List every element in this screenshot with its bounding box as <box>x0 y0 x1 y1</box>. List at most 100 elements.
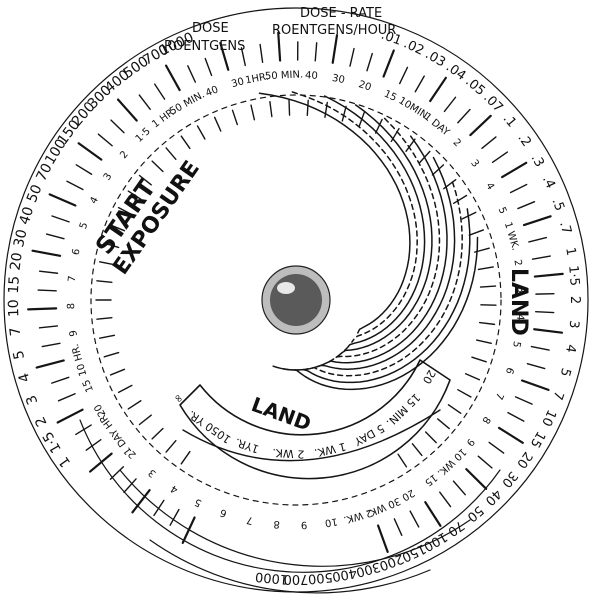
time-mark: 5 <box>510 340 522 348</box>
outer-tick <box>240 47 246 67</box>
outer-tick <box>526 363 546 370</box>
rate-number: 15 <box>527 428 548 450</box>
outer-tick <box>366 52 373 72</box>
land-inner-label: LAND <box>248 392 314 436</box>
outer-tick <box>507 411 525 422</box>
time-mark: 7 <box>67 275 79 282</box>
inner-tick <box>103 242 120 249</box>
outer-tick <box>443 96 457 113</box>
rate-number: 1 <box>562 246 578 257</box>
rate-number: 50 <box>464 502 486 524</box>
time-mark: 20 <box>357 79 372 93</box>
time-mark: 4 <box>88 195 101 206</box>
dashed-ring <box>90 94 502 506</box>
rate-number: 700 <box>284 571 309 586</box>
rate-number: 2 <box>567 296 582 304</box>
center-hub[interactable] <box>261 265 331 335</box>
outer-tick <box>520 379 550 392</box>
outer-tick <box>85 439 102 451</box>
scale-ticks <box>27 31 564 553</box>
lower-arc-2 <box>119 469 471 567</box>
inner-tick <box>151 160 164 173</box>
time-mark: 1 WK. <box>502 221 521 252</box>
outer-tick <box>429 76 447 103</box>
outer-tick <box>528 236 548 243</box>
inner-tick <box>231 109 238 126</box>
inner-tick <box>324 101 328 118</box>
outer-tick <box>75 424 92 436</box>
time-mark: 9 <box>464 436 477 448</box>
inner-tick <box>117 206 133 216</box>
time-mark: 5 <box>78 221 90 231</box>
decay-curve <box>325 117 441 364</box>
outer-tick <box>517 200 536 210</box>
outer-tick <box>522 215 552 227</box>
rate-number: .07 <box>480 90 505 115</box>
inner-tick <box>405 138 416 152</box>
time-mark: 2 <box>450 137 462 149</box>
inner-tick <box>98 261 116 266</box>
rate-header-line1: DOSE - RATE <box>300 6 382 21</box>
inner-ring-mark: 2 WK. <box>272 446 305 461</box>
time-mark: 20 <box>93 402 109 418</box>
inner-tick <box>165 147 177 161</box>
outer-tick <box>164 64 181 92</box>
decay-curve <box>304 156 456 371</box>
inner-tick <box>468 229 485 236</box>
outer-tick <box>491 151 509 164</box>
inner-tick <box>213 116 222 132</box>
rate-number: 300 <box>354 559 382 580</box>
outer-tick <box>66 180 84 191</box>
outer-tick <box>169 508 180 526</box>
outer-tick <box>57 393 76 402</box>
inner-ring-mark: 1 WK. <box>313 440 347 460</box>
time-mark: 9 <box>301 519 308 530</box>
outer-tick <box>477 455 493 469</box>
decay-curve <box>323 95 426 352</box>
decay-curve <box>294 181 463 377</box>
dose-number: 20 <box>7 252 25 272</box>
decay-curve <box>315 135 448 368</box>
dose-number: 2 <box>32 414 50 429</box>
inner-tick <box>475 339 492 344</box>
inner-tick <box>127 400 142 410</box>
decay-curve <box>258 92 411 334</box>
time-mark: 2 <box>118 149 131 161</box>
time-mark: 15 <box>382 89 398 104</box>
inner-tick <box>103 351 120 358</box>
time-mark: 7 <box>246 514 255 526</box>
dose-header-line2: ROENTGENS <box>164 39 245 54</box>
outer-tick <box>488 441 505 454</box>
rate-number: .3 <box>528 152 547 170</box>
inner-tick <box>96 317 113 320</box>
inner-tick <box>477 266 494 271</box>
rate-number: .01 <box>379 28 404 49</box>
inner-tick <box>127 190 142 200</box>
inner-tick <box>151 427 164 440</box>
inner-ring-mark: ∞ <box>170 391 186 406</box>
rate-number: .03 <box>423 47 448 70</box>
inner-window-lower <box>182 409 441 462</box>
time-mark: 8 <box>273 518 280 530</box>
outer-tick <box>110 119 125 134</box>
inner-tick <box>109 224 126 232</box>
outer-tick <box>37 289 57 292</box>
inner-tick <box>431 164 445 176</box>
land-right-label: LAND <box>506 268 531 336</box>
outer-tick <box>51 215 70 223</box>
outer-tick <box>131 489 151 514</box>
outer-tick <box>331 34 339 64</box>
time-mark: 7 <box>493 391 506 401</box>
outer-tick <box>457 108 471 124</box>
inner-tick <box>464 373 481 381</box>
outer-tick <box>469 114 492 137</box>
rate-number: .1 <box>500 111 519 130</box>
decay-curves <box>258 91 479 391</box>
lower-arc-3 <box>149 539 431 594</box>
outer-tick <box>465 468 488 490</box>
inner-tick <box>180 135 191 150</box>
inner-tick <box>443 178 457 190</box>
rate-number: .4 <box>539 174 558 192</box>
dose-number: 7 <box>7 326 24 337</box>
